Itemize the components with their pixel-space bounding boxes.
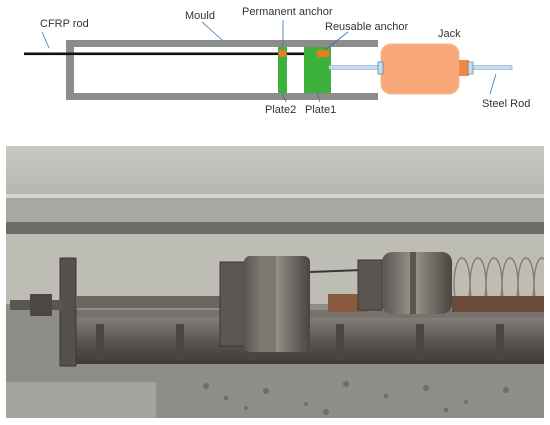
photo-cage-base: [452, 296, 544, 312]
jack-nut: [459, 60, 469, 76]
photo-back-slab: [6, 146, 544, 196]
jack-nut-washer: [467, 61, 474, 75]
leader-steel: [489, 73, 497, 95]
leader-reusable: [324, 31, 349, 51]
plate2: [278, 47, 287, 93]
schematic-svg: CFRP rod Mould Permanent anchor Reusable…: [24, 6, 530, 116]
label-permanent-anchor: Permanent anchor: [242, 6, 333, 18]
permanent-anchor: [279, 50, 286, 57]
photo-nut-left: [30, 294, 52, 316]
schematic-diagram: CFRP rod Mould Permanent anchor Reusable…: [0, 0, 550, 135]
photo-curb-face: [6, 196, 544, 222]
mould-frame: [66, 40, 378, 100]
photo-jack-flange: [219, 261, 247, 347]
photo-end-plate: [59, 257, 77, 367]
leader-plate1: [316, 92, 321, 103]
label-jack: Jack: [438, 28, 461, 40]
label-mould: Mould: [185, 10, 215, 22]
photo-anchor-disc: [382, 252, 452, 314]
cfrp-rod: [24, 52, 316, 56]
label-steel-rod: Steel Rod: [482, 98, 530, 110]
leader-cfrp: [41, 31, 50, 49]
photo-jack-cylinder: [244, 256, 310, 352]
photo-wire: [309, 269, 363, 273]
label-cfrp-rod: CFRP rod: [40, 18, 89, 30]
jack-body: [380, 43, 460, 95]
jack-flange-left: [377, 61, 384, 75]
leader-plate2: [281, 92, 287, 103]
photo-front-ledge: [6, 382, 156, 418]
label-plate2: Plate2: [265, 104, 296, 116]
photo-anchor-nut: [357, 259, 383, 311]
reusable-anchor: [317, 50, 329, 57]
photo-threaded-rod: [76, 296, 246, 308]
leader-mould: [201, 21, 223, 41]
photo-anchor-groove: [410, 252, 416, 314]
photo-gravel: [203, 381, 509, 415]
label-plate1: Plate1: [305, 104, 336, 116]
photo-svg: [6, 146, 544, 418]
label-reusable-anchor: Reusable anchor: [325, 21, 409, 33]
leader-lines: [41, 20, 497, 103]
prestressing-bench-photo: [6, 146, 544, 418]
photo-jack-ring: [262, 256, 276, 352]
photo-gap: [6, 222, 544, 234]
photo-curb-top: [6, 194, 544, 198]
